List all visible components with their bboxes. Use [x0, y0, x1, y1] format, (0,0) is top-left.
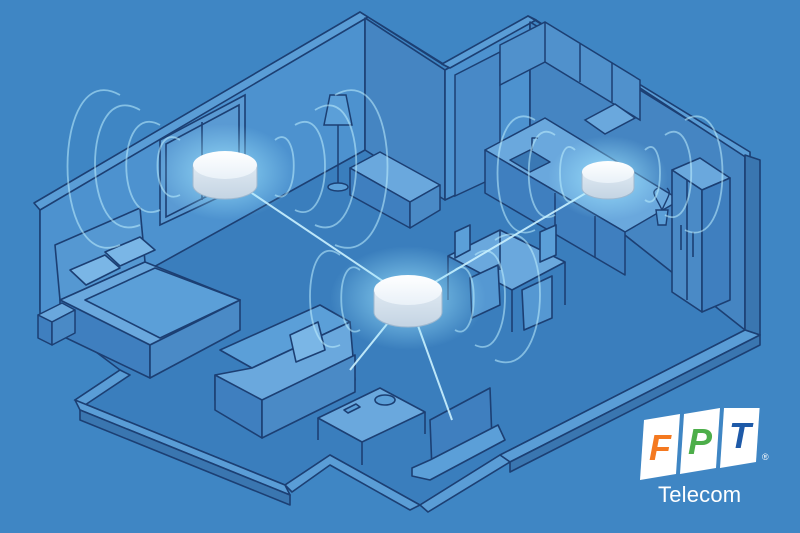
fpt-letter-p: P	[688, 421, 713, 462]
wifi-router-icon	[155, 124, 295, 220]
registered-mark: ®	[762, 452, 769, 462]
nightstand	[37, 302, 76, 346]
wifi-router-icon	[548, 136, 668, 220]
fpt-letter-f: F	[649, 427, 672, 468]
bed	[54, 207, 241, 379]
fpt-letter-t: T	[729, 415, 754, 456]
plant	[653, 187, 670, 226]
refrigerator	[671, 157, 731, 313]
tv	[411, 387, 506, 481]
floor-lamp	[323, 94, 353, 192]
sofa	[214, 304, 356, 439]
coffee-table	[317, 387, 426, 465]
wifi-router-icon	[330, 246, 486, 350]
fpt-logo-mark: F P T ®	[640, 408, 769, 480]
media-console	[349, 151, 441, 229]
upper-cabinets	[499, 21, 641, 135]
brand-tagline: Telecom	[658, 482, 742, 507]
fpt-telecom-logo: F P T ® Telecom	[632, 408, 772, 508]
